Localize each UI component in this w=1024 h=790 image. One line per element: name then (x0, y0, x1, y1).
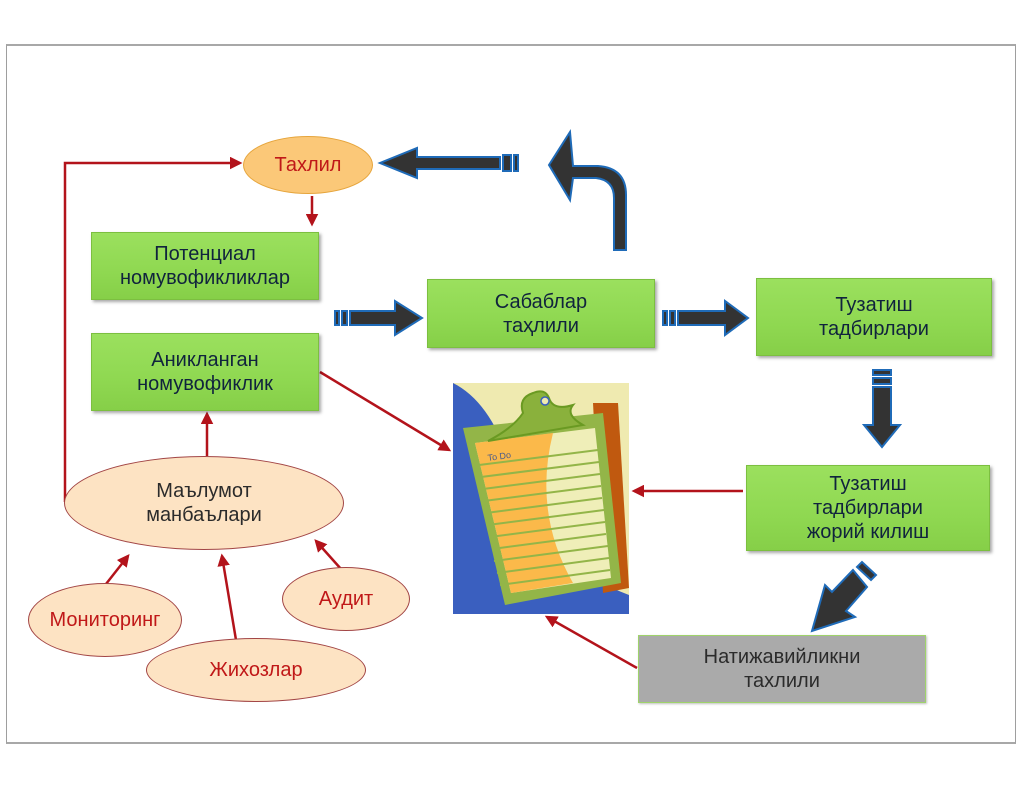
arrow-monitoring-to-sources (105, 554, 130, 585)
node-implement-label-3: жорий килиш (806, 521, 930, 543)
node-effectiveness-analysis: Натижавийликни тахлили (638, 635, 926, 703)
node-identified-label-1: Аникланган (151, 349, 259, 371)
arrow-identified-to-clipboard (319, 370, 452, 452)
node-monitoring: Мониторинг (28, 583, 182, 657)
node-potential-label-2: номувофикликлар (120, 267, 290, 289)
node-sources-label-2: манбаълари (146, 504, 262, 526)
arrow-effectiveness-to-clipboard (544, 615, 638, 670)
node-corrective-label-2: тадбирлари (819, 318, 929, 340)
node-cause-analysis: Сабаблар таҳлили (427, 279, 655, 348)
node-corrective-label-1: Тузатиш (835, 294, 913, 316)
node-sources-label-1: Маълумот (156, 480, 252, 502)
block-arrow-to-tahlil (377, 146, 519, 180)
node-identified-nonconformity: Аникланган номувофиклик (91, 333, 319, 411)
node-equipment: Жихозлар (146, 638, 366, 702)
node-equipment-label: Жихозлар (209, 659, 303, 681)
node-implement-label-2: тадбирлари (813, 497, 923, 519)
node-tahlil-label: Тахлил (274, 154, 342, 176)
node-effectiveness-label-2: тахлили (744, 670, 820, 692)
node-data-sources: Маълумот манбаълари (64, 456, 344, 550)
node-implement-label-1: Тузатиш (829, 473, 907, 495)
node-tahlil: Тахлил (243, 136, 373, 194)
node-causes-label-1: Сабаблар (494, 290, 588, 313)
arrow-equipment-to-sources (217, 553, 238, 641)
node-effectiveness-label-1: Натижавийликни (703, 646, 861, 668)
feedback-line (63, 156, 243, 502)
node-audit-label: Аудит (318, 588, 374, 610)
node-monitoring-label: Мониторинг (49, 609, 161, 631)
node-corrective-actions: Тузатиш тадбирлари (756, 278, 992, 356)
block-arrow-to-causes (334, 299, 424, 337)
node-potential-label-1: Потенциал (154, 243, 256, 265)
node-audit: Аудит (282, 567, 410, 631)
block-arrow-curved-up (547, 128, 627, 251)
block-arrow-to-corrective (662, 299, 750, 337)
node-causes-label-2: таҳлили (503, 314, 579, 337)
node-potential-nonconformities: Потенциал номувофикликлар (91, 232, 319, 300)
block-arrow-to-effectiveness (810, 560, 878, 633)
arrow-audit-to-sources (314, 539, 342, 570)
clipboard-todo-icon: To Do (453, 383, 629, 614)
node-implement-actions: Тузатиш тадбирлари жорий килиш (746, 465, 990, 551)
clipboard-label: To Do (487, 450, 512, 463)
node-identified-label-2: номувофиклик (137, 373, 273, 395)
block-arrow-down-to-implement (861, 369, 903, 449)
